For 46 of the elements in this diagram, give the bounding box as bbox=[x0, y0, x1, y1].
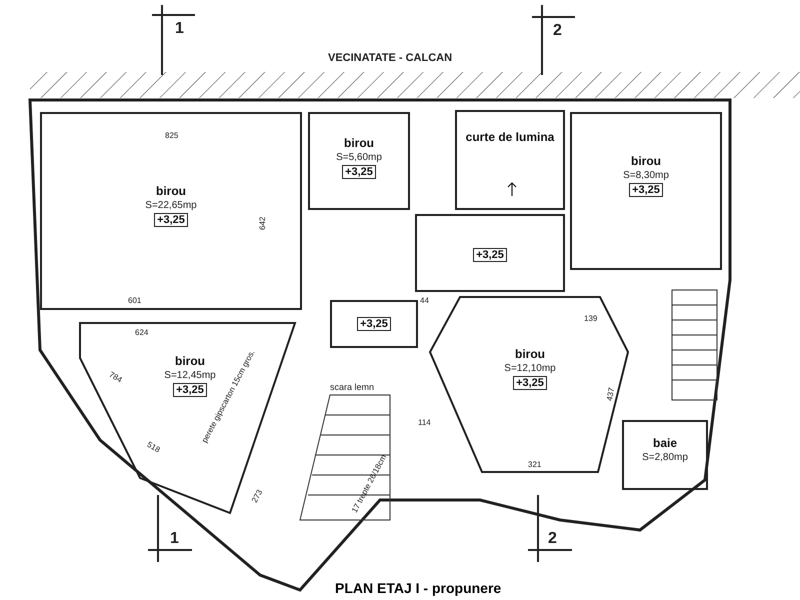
dimension-label: 642 bbox=[258, 216, 267, 230]
plan-title: PLAN ETAJ I - propunere bbox=[335, 580, 502, 596]
dimension-label: 518 bbox=[146, 440, 162, 454]
section-number: 2 bbox=[553, 22, 562, 40]
room bbox=[40, 112, 302, 310]
dimension-label: 273 bbox=[250, 488, 264, 504]
level-marker: +3,25 bbox=[154, 213, 188, 227]
room-name: birou bbox=[631, 154, 661, 168]
level-marker: +3,25 bbox=[342, 165, 376, 179]
room-name: birou bbox=[344, 136, 374, 150]
room bbox=[455, 110, 565, 210]
dimension-label: 825 bbox=[165, 131, 178, 140]
room bbox=[330, 300, 418, 348]
dimension-label: 437 bbox=[605, 386, 616, 402]
room bbox=[622, 420, 708, 490]
area-label: S=2,80mp bbox=[642, 452, 688, 463]
level-marker: +3,25 bbox=[513, 376, 547, 390]
dimension-label: 624 bbox=[135, 328, 148, 337]
note-label: scara lemn bbox=[330, 382, 374, 392]
level-marker: +3,25 bbox=[357, 317, 391, 331]
area-label: S=12,45mp bbox=[164, 370, 216, 381]
room-name: birou bbox=[515, 347, 545, 361]
dimension-label: 114 bbox=[418, 418, 431, 427]
area-label: S=5,60mp bbox=[336, 152, 382, 163]
level-marker: +3,25 bbox=[173, 383, 207, 397]
section-number: 1 bbox=[170, 530, 179, 548]
dimension-label: 44 bbox=[420, 296, 429, 305]
room-name: birou bbox=[175, 354, 205, 368]
area-label: S=12,10mp bbox=[504, 363, 556, 374]
dimension-label: 784 bbox=[108, 370, 124, 384]
dimension-label: 601 bbox=[128, 296, 142, 305]
dimension-label: 139 bbox=[584, 314, 598, 323]
area-label: S=8,30mp bbox=[623, 170, 669, 181]
section-number: 1 bbox=[175, 20, 184, 38]
level-marker: +3,25 bbox=[629, 183, 663, 197]
room-name: baie bbox=[652, 436, 677, 450]
section-number: 2 bbox=[548, 530, 557, 548]
room bbox=[415, 214, 565, 292]
room bbox=[308, 112, 410, 210]
room-name: curte de lumina bbox=[466, 130, 554, 144]
room bbox=[570, 112, 722, 270]
area-label: S=22,65mp bbox=[145, 200, 197, 211]
level-marker: +3,25 bbox=[473, 248, 507, 262]
dimension-label: 321 bbox=[528, 460, 542, 469]
room-name: birou bbox=[156, 184, 186, 198]
neighbour-label: VECINATATE - CALCAN bbox=[328, 52, 452, 64]
